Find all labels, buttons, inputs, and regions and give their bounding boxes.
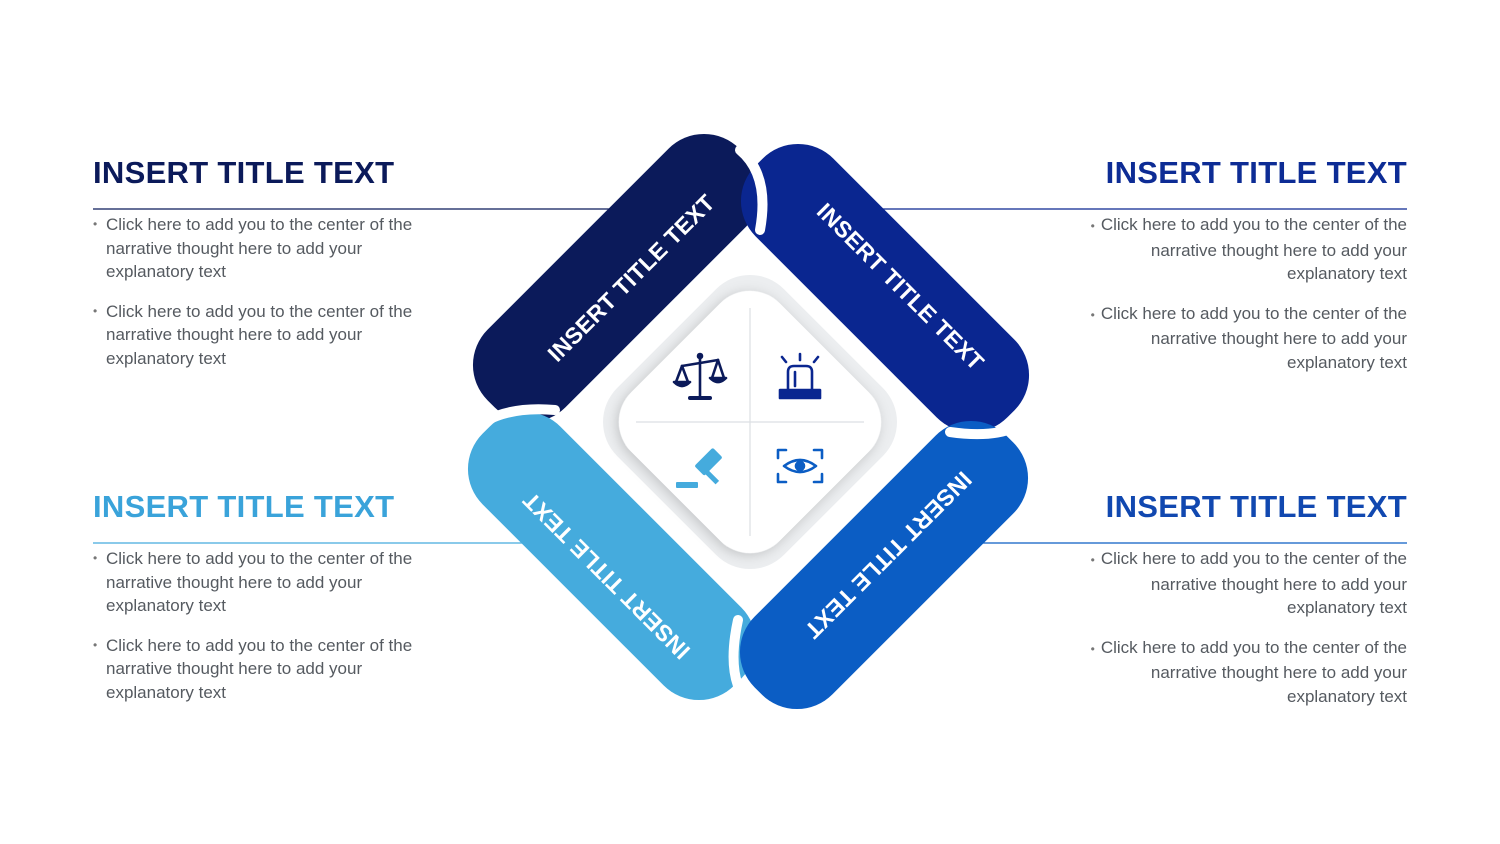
list-item: •Click here to add you to the center of … <box>93 215 413 281</box>
title-top-left: INSERT TITLE TEXT <box>93 155 395 190</box>
list-item: •Click here to add you to the center of … <box>1090 215 1407 283</box>
list-item: •Click here to add you to the center of … <box>93 301 413 368</box>
title-top-right: INSERT TITLE TEXT <box>1105 155 1407 190</box>
list-item: •Click here to add you to the center of … <box>1090 303 1407 372</box>
eye-scan-icon <box>776 448 824 484</box>
bullet-dot-icon: • <box>1090 219 1095 233</box>
bullet-list-bottom-right: •Click here to add you to the center of … <box>1087 547 1407 708</box>
ribbon-mid-blue: INSERT TITLE TEXT <box>739 420 1029 710</box>
title-bottom-left: INSERT TITLE TEXT <box>93 489 395 524</box>
bullet-dot-icon: • <box>1090 641 1095 656</box>
text-block-bottom-left: INSERT TITLE TEXT •Click here to add you… <box>93 484 413 720</box>
bullet-list-bottom-left: •Click here to add you to the center of … <box>93 547 413 704</box>
list-item: •Click here to add you to the center of … <box>1090 549 1407 617</box>
title-bottom-right: INSERT TITLE TEXT <box>1105 489 1407 524</box>
bullet-dot-icon: • <box>93 551 98 565</box>
text-block-bottom-right: INSERT TITLE TEXT •Click here to add you… <box>1087 484 1407 724</box>
text-block-top-right: INSERT TITLE TEXT •Click here to add you… <box>1087 150 1407 390</box>
bullet-list-top-right: •Click here to add you to the center of … <box>1087 213 1407 374</box>
list-item: •Click here to add you to the center of … <box>93 549 413 615</box>
bullet-dot-icon: • <box>93 303 98 318</box>
bullet-dot-icon: • <box>1090 307 1095 322</box>
bullet-dot-icon: • <box>93 217 98 231</box>
scales-of-justice-icon <box>672 352 728 400</box>
siren-icon <box>778 352 822 400</box>
gavel-icon <box>676 448 722 488</box>
text-block-top-left: INSERT TITLE TEXT •Click here to add you… <box>93 150 413 386</box>
bullet-dot-icon: • <box>1090 553 1095 567</box>
ribbon-separators <box>465 145 1035 710</box>
bullet-list-top-left: •Click here to add you to the center of … <box>93 213 413 370</box>
bullet-dot-icon: • <box>93 637 98 652</box>
list-item: •Click here to add you to the center of … <box>1090 637 1407 706</box>
list-item: •Click here to add you to the center of … <box>93 635 413 702</box>
